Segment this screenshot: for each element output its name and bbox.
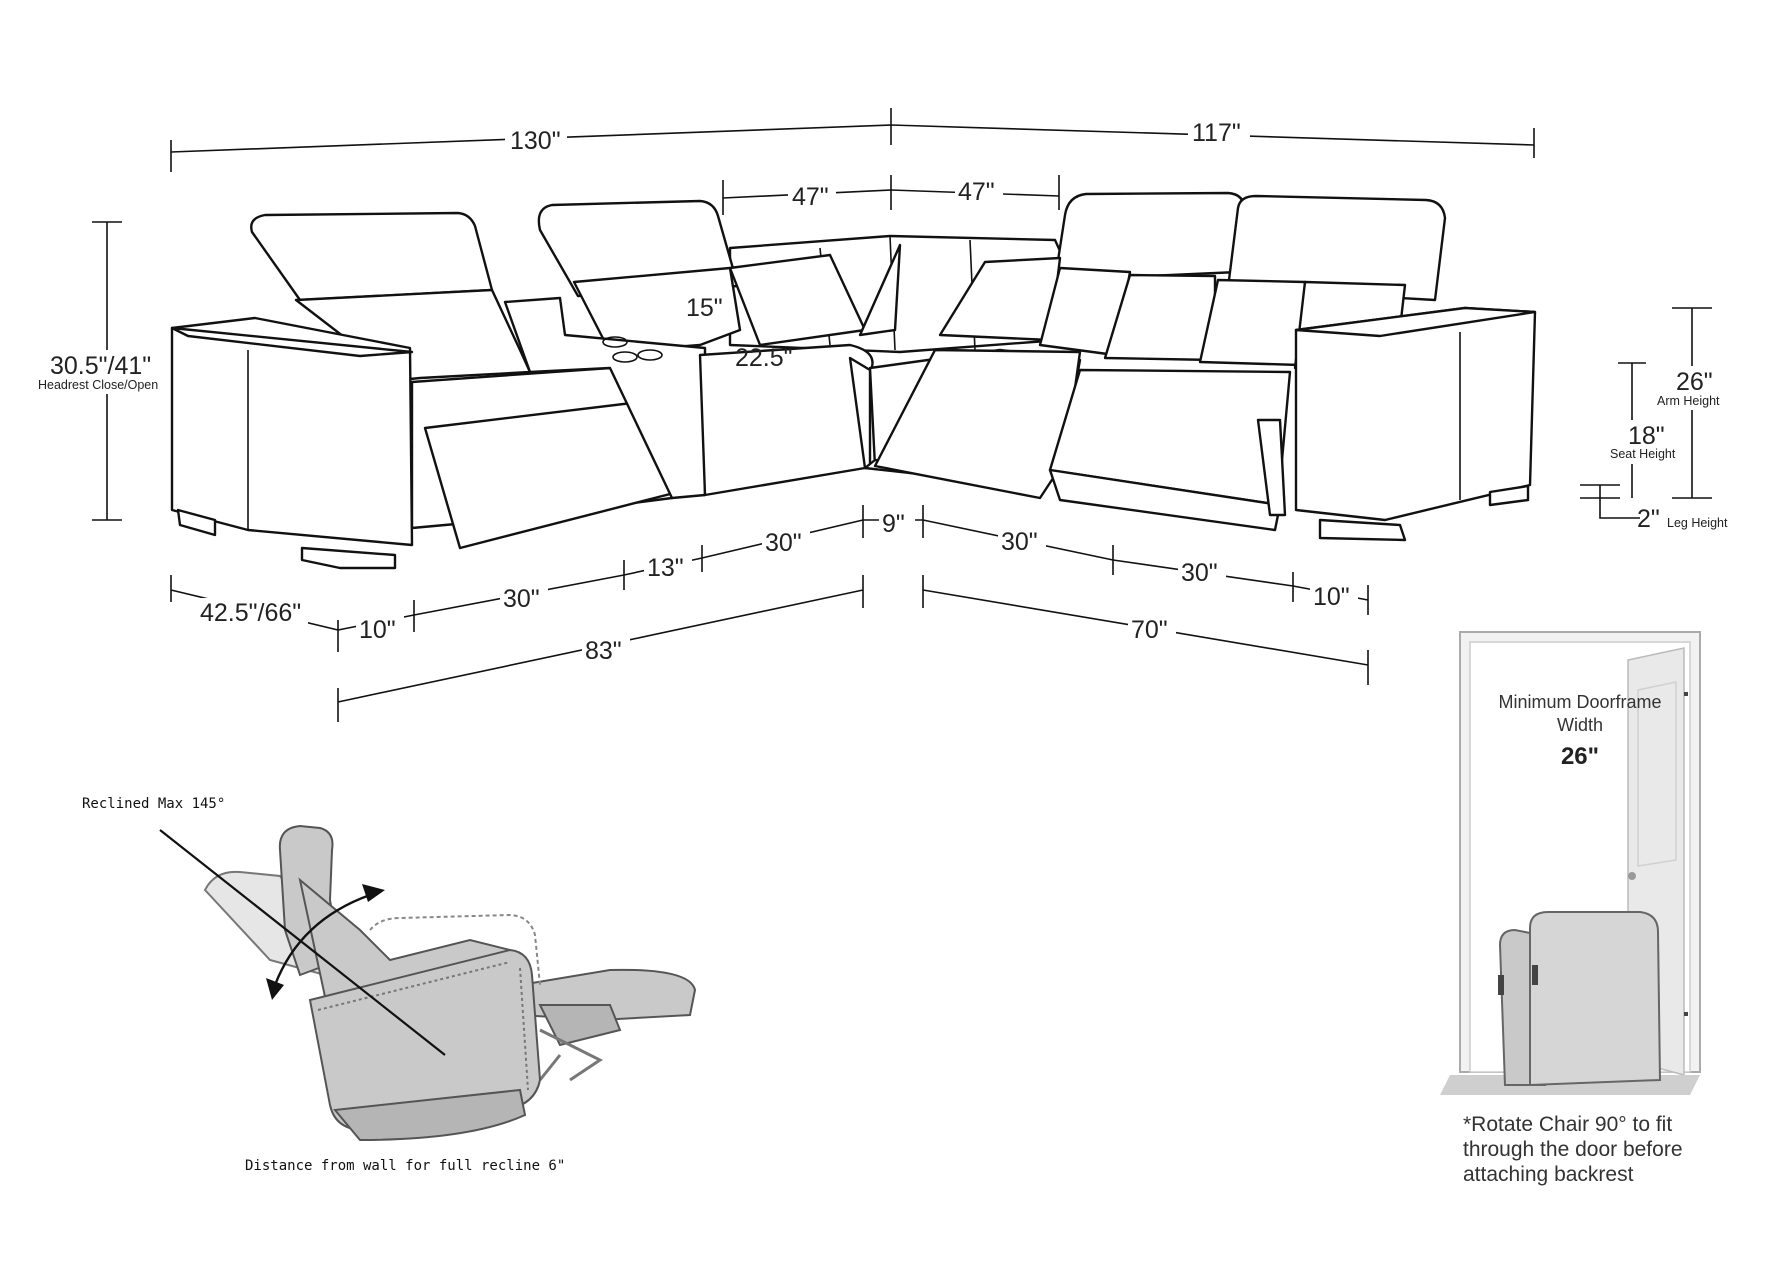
left-length-label: 83": [585, 637, 622, 665]
doorframe-note-line1: *Rotate Chair 90° to fit: [1463, 1113, 1672, 1136]
seat-height-label: Seat Height: [1610, 447, 1676, 461]
wedge-depth-label: 22.5": [735, 344, 793, 372]
leg-height-value: 2": [1637, 505, 1660, 533]
total-left-label: 130": [510, 127, 561, 155]
doorframe-width-value: 26": [1561, 743, 1599, 770]
doorframe-illustration: Minimum Doorframe Width 26" *Rotate Chai…: [1440, 631, 1701, 1186]
recliner-illustration: Reclined Max 145° Distance from wall for…: [82, 796, 697, 1174]
height-label: 30.5"/41": [50, 352, 151, 380]
right-length-label: 70": [1131, 616, 1168, 644]
sectional-sofa-drawing: [170, 191, 1537, 570]
height-note: Headrest Close/Open: [38, 378, 158, 392]
leg-height-label: Leg Height: [1667, 516, 1728, 530]
center-right-label: 47": [958, 178, 995, 206]
right-seat-2-label: 30": [1181, 559, 1218, 587]
left-arm-label: 10": [359, 616, 396, 644]
recline-max-label: Reclined Max 145°: [82, 796, 225, 812]
right-seat-1-label: 30": [1001, 528, 1038, 556]
dimension-labels: 130" 117" 47" 47" 15" 22.5" 30.5"/41" He…: [38, 117, 1728, 665]
depth-label: 42.5"/66": [200, 599, 301, 627]
seat-height-value: 18": [1628, 422, 1665, 450]
recline-wall-label: Distance from wall for full recline 6": [245, 1158, 565, 1174]
console-height-label: 15": [686, 294, 723, 322]
arm-height-value: 26": [1676, 368, 1713, 396]
left-seat-label: 30": [503, 585, 540, 613]
doorframe-note-line2: through the door before: [1463, 1138, 1683, 1161]
corner-label: 9": [882, 510, 905, 538]
center-left-label: 47": [792, 183, 829, 211]
console-width-label: 13": [647, 554, 684, 582]
doorframe-note-line3: attaching backrest: [1463, 1163, 1634, 1186]
total-right-label: 117": [1192, 119, 1241, 147]
arm-height-label: Arm Height: [1657, 394, 1720, 408]
left-seat-2-label: 30": [765, 529, 802, 557]
right-arm-label: 10": [1313, 583, 1350, 611]
doorframe-title-line1: Minimum Doorframe: [1498, 692, 1661, 712]
doorframe-title-line2: Width: [1557, 715, 1603, 735]
